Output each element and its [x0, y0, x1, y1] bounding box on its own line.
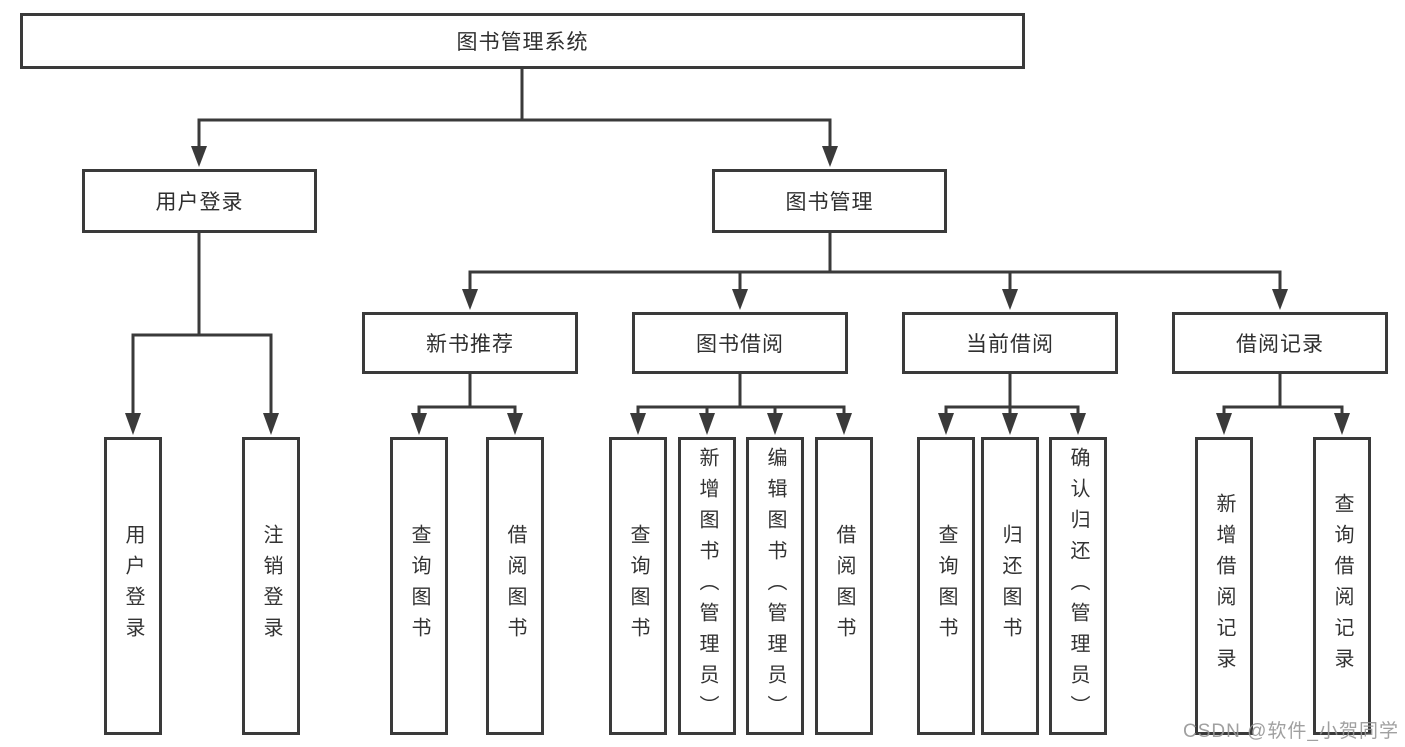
connector-current-borrowing-to-leaves: [938, 372, 1086, 435]
leaf-edit-book-admin: 编辑图书（管理员）: [746, 437, 804, 735]
leaf-query-books-recommend: 查询图书: [390, 437, 448, 735]
node-borrowing-records: 借阅记录: [1172, 312, 1388, 374]
node-book-borrowing: 图书借阅: [632, 312, 848, 374]
leaf-borrow-books-borrowing: 借阅图书: [815, 437, 873, 735]
node-book-management: 图书管理: [712, 169, 947, 233]
node-user-login: 用户登录: [82, 169, 317, 233]
leaf-user-login: 用户登录: [104, 437, 162, 735]
leaf-query-books-borrowing: 查询图书: [609, 437, 667, 735]
leaf-query-books-current: 查询图书: [917, 437, 975, 735]
node-library-management-system: 图书管理系统: [20, 13, 1025, 69]
connector-book-borrowing-to-leaves: [630, 372, 852, 435]
connector-new-book-recommendation-to-leaves: [411, 372, 523, 435]
leaf-confirm-return-admin: 确认归还（管理员）: [1049, 437, 1107, 735]
connector-user-login-to-leaves: [125, 231, 279, 435]
csdn-watermark: CSDN @软件_小贺同学: [1183, 721, 1399, 742]
node-new-book-recommendation: 新书推荐: [362, 312, 578, 374]
leaf-return-books: 归还图书: [981, 437, 1039, 735]
leaf-add-borrow-record: 新增借阅记录: [1195, 437, 1253, 735]
node-current-borrowing: 当前借阅: [902, 312, 1118, 374]
leaf-borrow-books-recommend: 借阅图书: [486, 437, 544, 735]
leaf-query-borrow-record: 查询借阅记录: [1313, 437, 1371, 735]
connector-root-to-level1: [191, 67, 838, 167]
leaf-add-book-admin: 新增图书（管理员）: [678, 437, 736, 735]
connector-borrowing-records-to-leaves: [1216, 372, 1350, 435]
leaf-logout: 注销登录: [242, 437, 300, 735]
connector-book-management-to-level2: [462, 231, 1288, 310]
